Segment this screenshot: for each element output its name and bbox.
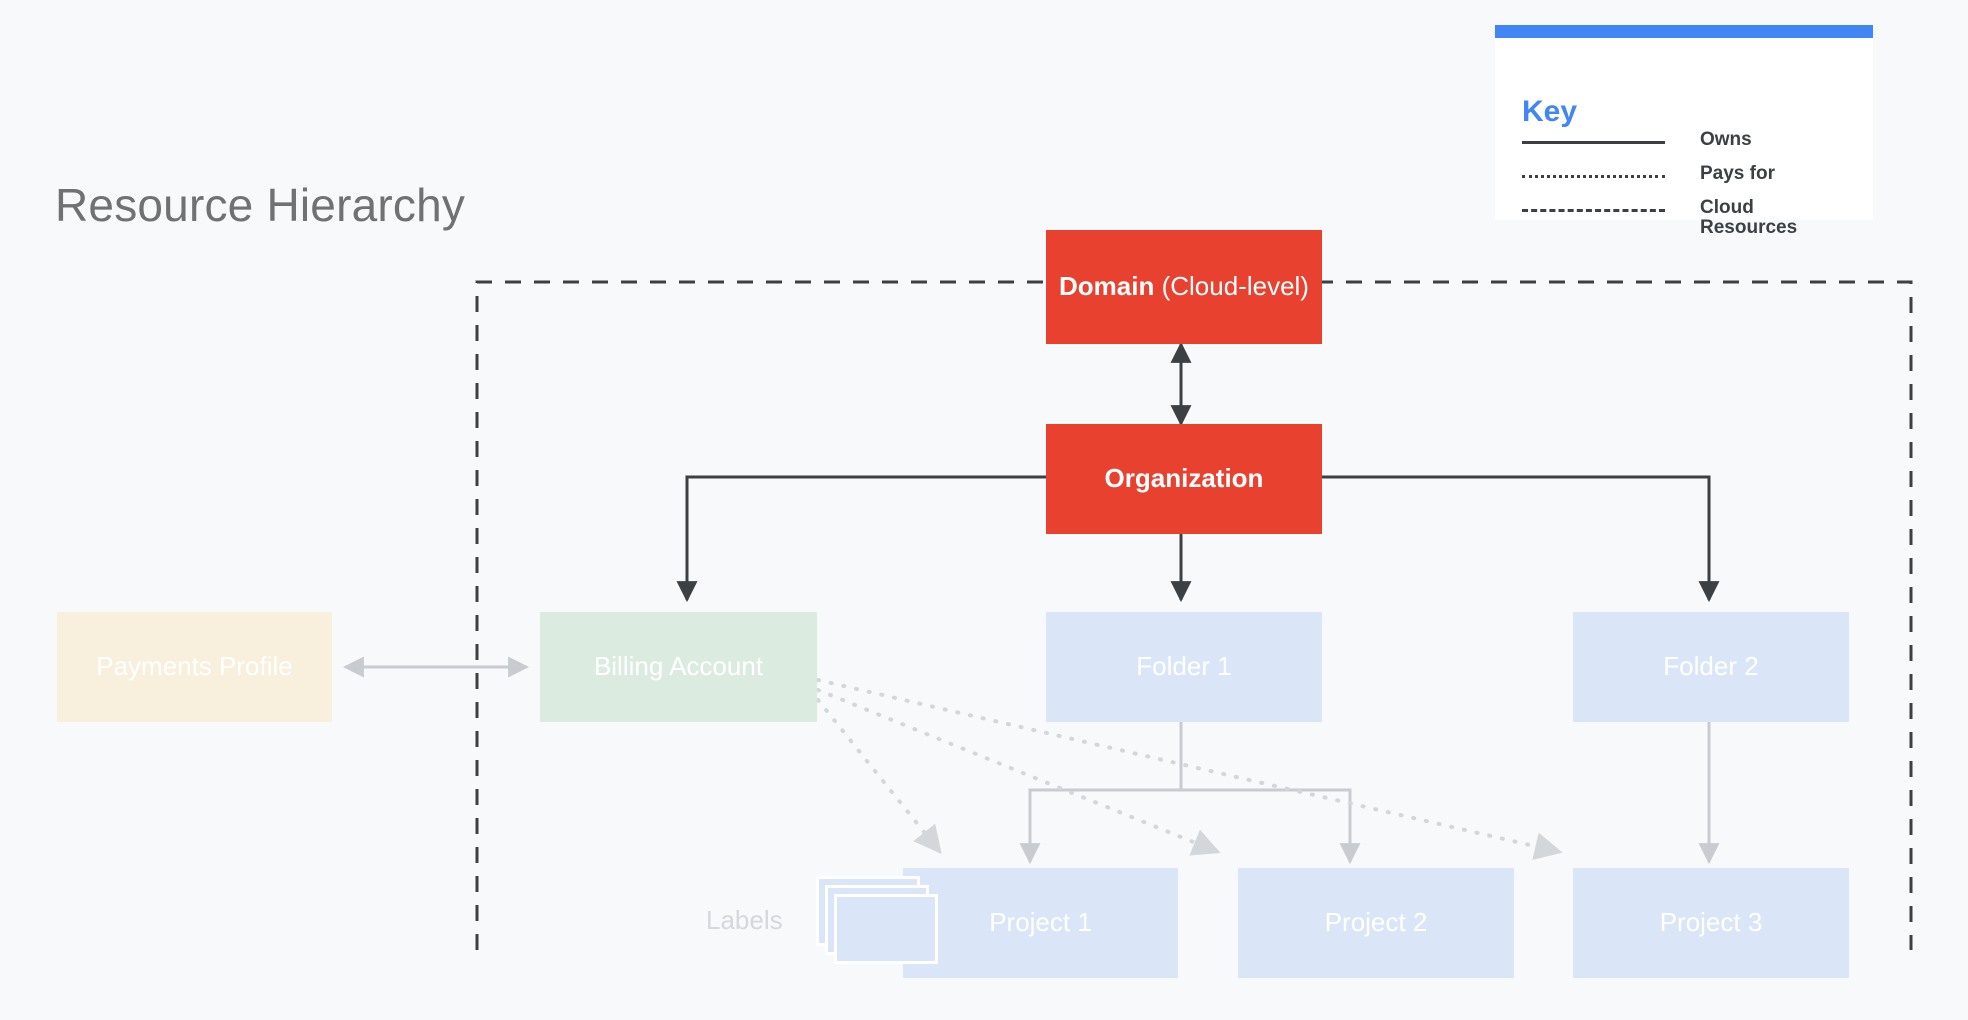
labels-stack-icon[interactable] [816,876,938,964]
key-entry-owns-label: Owns [1700,129,1752,150]
edge-organization-folder-2 [1322,475,1720,603]
node-folder-2[interactable]: Folder 2 [1573,612,1849,722]
node-folder-1[interactable]: Folder 1 [1046,612,1322,722]
key-heading: Key [1522,95,1578,128]
edge-organization-billing-account [676,475,1046,603]
node-project-1[interactable]: Project 1 [903,868,1178,978]
key-entry-cloud-resources-label: Cloud Resources [1700,197,1798,238]
solid-line-icon [1522,141,1665,144]
key-entry-cloud-resources: Cloud Resources [1522,198,1852,244]
dotted-line-icon [1522,175,1665,178]
node-payments-profile[interactable]: Payments Profile [57,612,332,722]
labels-caption: Labels [706,905,783,935]
node-folder-2-label: Folder 2 [1663,651,1759,682]
page-title: Resource Hierarchy [55,179,466,231]
edge-folder-1-project-2 [1181,788,1361,865]
key-entry-owns: Owns [1522,130,1852,164]
node-payments-profile-label: Payments Profile [96,651,293,682]
dashed-line-icon [1522,209,1665,212]
cloud-resources-boundary-path [475,280,1913,950]
edge-billing-account-project-1 [816,698,942,855]
node-project-3-label: Project 3 [1659,907,1763,938]
node-project-2[interactable]: Project 2 [1238,868,1514,978]
node-billing-account[interactable]: Billing Account [540,612,817,722]
node-project-2-label: Project 2 [1324,907,1428,938]
key-accent-bar [1495,25,1873,38]
key-entries: Owns Pays for Cloud Resources [1522,130,1852,244]
node-project-1-label: Project 1 [989,907,1092,938]
node-organization-label: Organization [1104,463,1264,494]
node-domain-label-rest: (Cloud-level) [1154,271,1309,302]
node-domain-label-bold: Domain [1059,271,1155,302]
key-entry-pays-for-label: Pays for [1700,163,1775,184]
key-legend: Key Owns Pays for Cloud Resources [1495,25,1873,237]
node-domain[interactable]: Domain (Cloud-level) [1046,230,1322,344]
node-billing-account-label: Billing Account [593,651,764,682]
key-entry-pays-for: Pays for [1522,164,1852,198]
labels-card-front [834,894,938,964]
edge-folder-1-project-1 [1019,722,1183,865]
node-project-3[interactable]: Project 3 [1573,868,1849,978]
node-organization[interactable]: Organization [1046,424,1322,534]
node-folder-1-label: Folder 1 [1136,651,1232,682]
